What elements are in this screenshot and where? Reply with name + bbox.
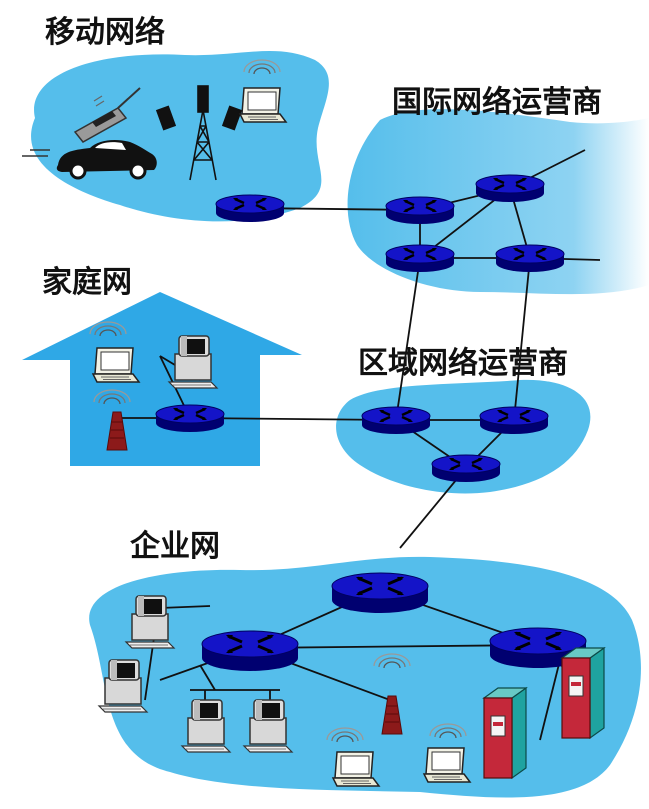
laptop-icon — [239, 87, 287, 123]
mobile-network-cloud — [31, 51, 329, 222]
router-icon — [360, 405, 432, 436]
laptop-icon — [332, 751, 380, 787]
mobile-phone-icon — [73, 87, 141, 143]
mobile-network-label: 移动网络 — [45, 15, 165, 50]
enterprise-network-label: 企业网 — [130, 529, 220, 564]
router-icon — [200, 629, 300, 673]
car-icon — [22, 140, 157, 180]
regional-isp-label: 区域网络运营商 — [358, 346, 568, 381]
home-network-house — [22, 292, 302, 466]
router-icon — [384, 195, 456, 226]
laptop-icon — [92, 347, 140, 383]
laptop-icon — [423, 747, 471, 783]
router-icon — [384, 243, 456, 274]
home-network-label: 家庭网 — [42, 265, 132, 300]
cell-tower-icon — [155, 85, 243, 181]
global-isp-label: 国际网络运营商 — [392, 85, 602, 120]
router-icon — [474, 173, 546, 204]
router-icon — [494, 243, 566, 274]
server-icon — [483, 687, 527, 779]
router-icon — [214, 193, 286, 224]
server-icon — [561, 647, 605, 739]
router-icon — [330, 571, 430, 615]
router-icon — [478, 405, 550, 436]
router-icon — [430, 453, 502, 484]
router-icon — [154, 403, 226, 434]
